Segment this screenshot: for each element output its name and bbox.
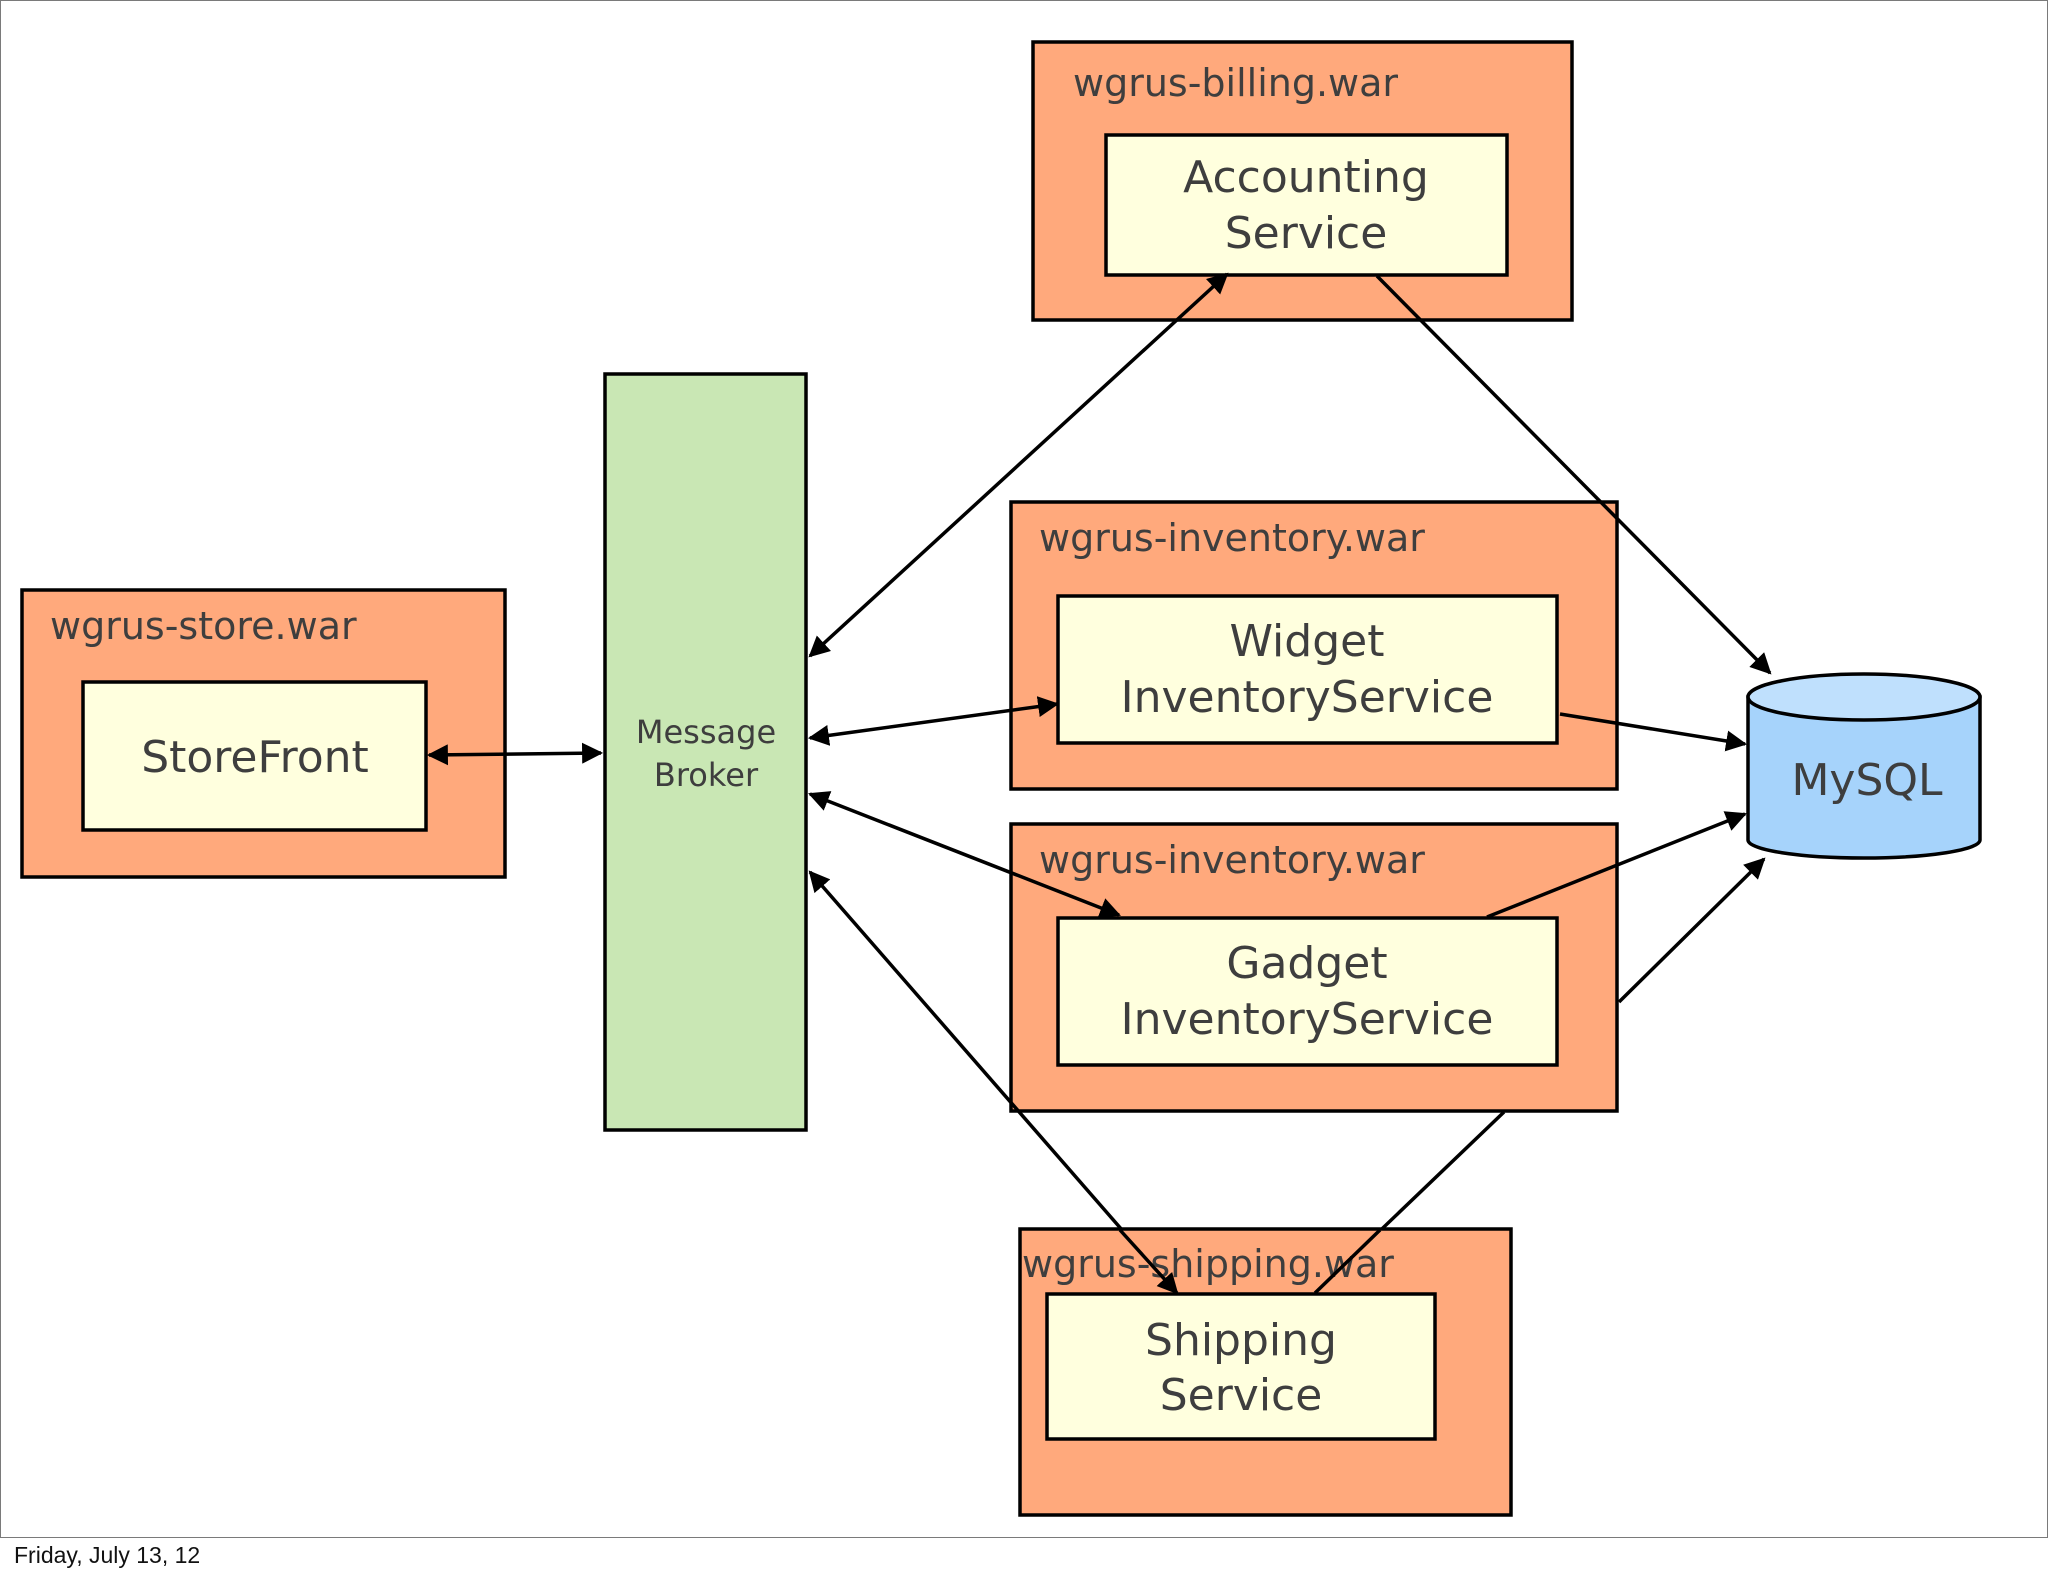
accounting-service-box (1104, 133, 1509, 277)
billing-war-label: wgrus-billing.war (1073, 61, 1398, 105)
shipping-war-label: wgrus-shipping.war (1022, 1242, 1394, 1286)
message-broker-box (603, 372, 808, 1132)
shipping-service-line-1: Shipping (1145, 1315, 1337, 1366)
broker-widget-arrow (807, 696, 1060, 746)
accounting-service: Accounting Service (1104, 133, 1509, 277)
message-broker-line-1: Message (636, 713, 776, 751)
widget-inventory-service: Widget InventoryService (1056, 594, 1559, 745)
storefront-service-box (81, 680, 428, 832)
mysql-cylinder-top (1746, 672, 1982, 722)
shipping-service-line-2: Service (1160, 1370, 1323, 1421)
mysql-label: MySQL (1791, 755, 1943, 806)
gadget-inventory-service: Gadget InventoryService (1056, 916, 1559, 1067)
mysql-cylinder-body (1746, 695, 1982, 860)
accounting-service-line-1: Accounting (1183, 152, 1429, 203)
inventory-widget-war-label: wgrus-inventory.war (1039, 516, 1425, 560)
accounting-mysql-arrow (1375, 274, 1772, 675)
storefront-broker-arrow (426, 742, 604, 766)
inventory-gadget-war-label: wgrus-inventory.war (1039, 838, 1425, 882)
shipping-gadget-link-top (1313, 1228, 1382, 1295)
shipping-service: Shipping Service (1045, 1292, 1437, 1441)
gadget-mysql-arrow (1486, 811, 1747, 919)
broker-accounting-arrow (808, 272, 1229, 658)
gadget-war-mysql-arrow (1617, 857, 1766, 1004)
widget-service-line-2: InventoryService (1121, 672, 1494, 723)
mysql-database: MySQL (1746, 672, 1982, 860)
shipping-service-box (1045, 1292, 1437, 1441)
gadget-service-line-2: InventoryService (1121, 994, 1494, 1045)
broker-shipping-arrow-head (1118, 1228, 1179, 1295)
store-war-label: wgrus-store.war (50, 604, 357, 648)
footer-date: Friday, July 13, 12 (14, 1542, 201, 1568)
widget-mysql-arrow (1559, 712, 1748, 752)
accounting-service-line-2: Service (1225, 208, 1388, 259)
storefront-label: StoreFront (141, 732, 369, 783)
message-broker: Message Broker (603, 372, 808, 1132)
storefront-service: StoreFront (81, 680, 428, 832)
message-broker-line-2: Broker (654, 756, 759, 794)
gadget-service-line-1: Gadget (1226, 938, 1387, 989)
broker-shipping-arrow (808, 870, 1179, 1295)
widget-service-line-1: Widget (1230, 616, 1385, 667)
